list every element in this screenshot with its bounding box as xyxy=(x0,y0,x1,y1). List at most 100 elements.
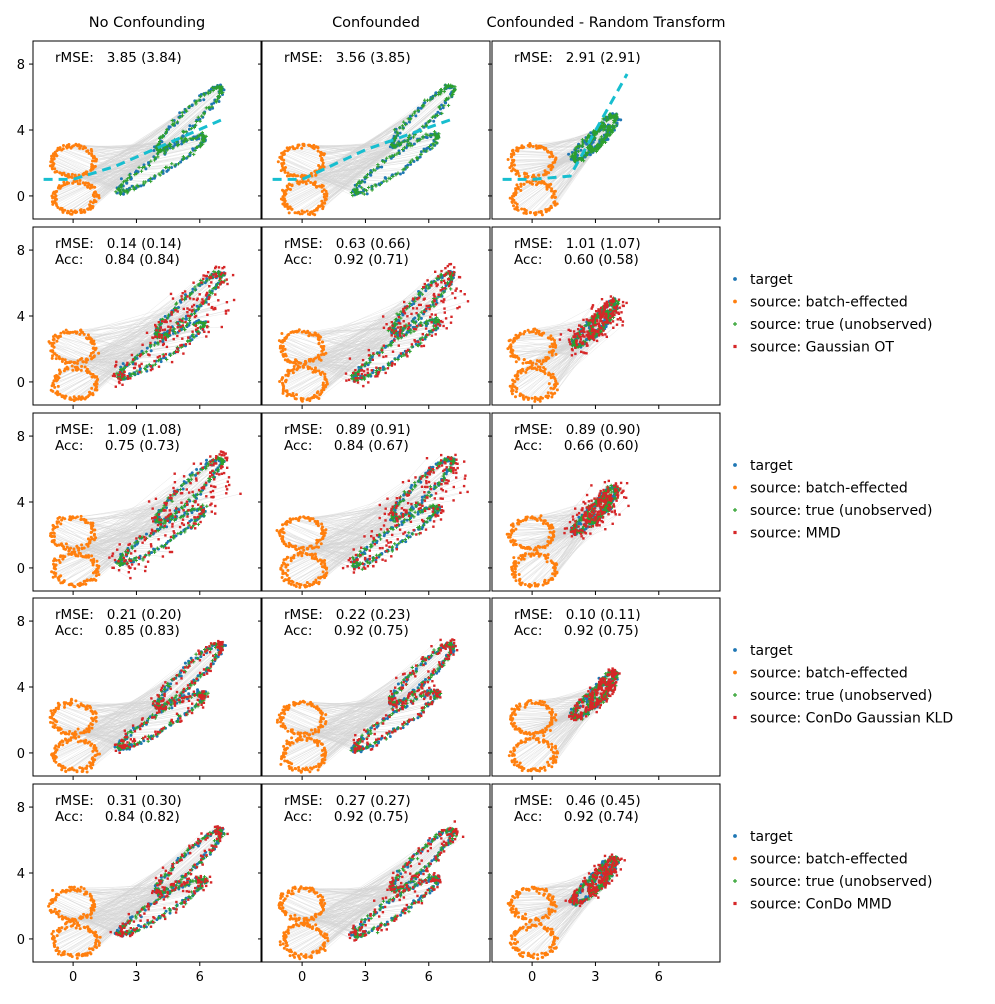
source-true-point xyxy=(193,288,197,292)
source-batch-effected-point xyxy=(551,165,555,169)
source-batch-effected-point xyxy=(66,330,70,334)
source-true-point xyxy=(194,119,199,124)
correspondence-line xyxy=(517,150,576,155)
source-batch-effected-point xyxy=(538,359,542,363)
source-batch-effected-point xyxy=(56,186,60,190)
source-true-point xyxy=(171,146,175,150)
source-corrected-point xyxy=(385,323,388,326)
source-true-point xyxy=(210,291,214,295)
source-true-point xyxy=(399,354,404,358)
source-corrected-point xyxy=(219,273,222,276)
source-batch-effected-point xyxy=(539,395,543,399)
source-true-point xyxy=(397,151,401,155)
source-corrected-point xyxy=(447,277,451,281)
source-batch-effected-point xyxy=(550,351,554,355)
source-batch-effected-point xyxy=(317,164,321,167)
source-batch-effected-point xyxy=(58,392,62,396)
source-batch-effected-point xyxy=(313,213,317,217)
source-batch-effected-point xyxy=(79,208,83,212)
source-true-point xyxy=(374,184,378,188)
source-batch-effected-point xyxy=(510,389,514,393)
correspondence-line xyxy=(282,323,387,378)
source-batch-effected-point xyxy=(308,397,312,401)
source-batch-effected-point xyxy=(547,356,551,360)
source-corrected-point xyxy=(207,330,210,334)
source-batch-effected-point xyxy=(84,358,88,362)
source-true-point xyxy=(408,349,412,354)
source-batch-effected-point xyxy=(292,394,296,398)
source-batch-effected-point xyxy=(530,367,534,370)
source-batch-effected-point xyxy=(316,145,320,149)
source-batch-effected-point xyxy=(526,328,530,332)
source-true-point xyxy=(123,365,128,369)
source-batch-effected-point xyxy=(283,193,287,197)
source-batch-effected-point xyxy=(550,342,554,346)
source-batch-effected-point xyxy=(521,361,525,365)
source-batch-effected-point xyxy=(296,181,300,185)
source-true-point xyxy=(415,139,419,143)
source-batch-effected-point xyxy=(306,330,310,334)
source-true-point xyxy=(181,155,186,159)
source-true-point xyxy=(359,364,363,369)
source-true-point xyxy=(608,115,612,119)
source-batch-effected-point xyxy=(308,143,312,147)
source-batch-effected-points xyxy=(506,142,559,217)
source-batch-effected-point xyxy=(510,149,514,153)
source-true-point xyxy=(607,117,611,121)
source-true-point xyxy=(416,108,420,113)
source-batch-effected-point xyxy=(90,386,94,390)
source-batch-effected-point xyxy=(283,170,287,174)
source-corrected-point xyxy=(424,327,428,330)
source-corrected-point xyxy=(117,373,120,377)
source-true-point xyxy=(205,279,209,283)
source-corrected-point xyxy=(357,377,360,380)
source-batch-effected-point xyxy=(52,379,56,383)
source-true-point xyxy=(165,145,169,149)
source-corrected-point xyxy=(176,310,179,313)
source-corrected-point xyxy=(117,380,121,383)
source-batch-effected-point xyxy=(85,369,88,373)
target-point xyxy=(212,101,216,105)
source-batch-effected-point xyxy=(79,328,82,332)
source-corrected-point xyxy=(367,354,371,357)
source-corrected-point xyxy=(217,286,220,289)
source-true-point xyxy=(435,276,439,280)
source-true-point xyxy=(416,317,421,321)
source-corrected-point xyxy=(156,356,159,359)
source-true-point xyxy=(156,155,160,159)
source-corrected-point xyxy=(202,277,205,281)
source-corrected-point xyxy=(225,278,228,281)
source-batch-effected-point xyxy=(323,377,327,381)
source-corrected-point xyxy=(366,368,369,371)
source-corrected-point xyxy=(170,360,174,364)
source-corrected-point xyxy=(433,295,436,298)
source-batch-effected-point xyxy=(551,372,555,376)
source-true-point xyxy=(167,166,172,170)
source-batch-effected-point xyxy=(55,154,59,158)
source-true-point xyxy=(603,123,608,128)
y-tick-label: 0 xyxy=(17,190,25,205)
source-batch-effected-point xyxy=(509,155,513,159)
source-batch-effected-point xyxy=(282,158,286,162)
source-corrected-point xyxy=(196,297,199,300)
source-batch-effected-point xyxy=(510,201,514,204)
target-point xyxy=(181,134,185,138)
target-point xyxy=(424,289,428,293)
source-true-point xyxy=(401,127,405,131)
source-batch-effected-point xyxy=(320,159,324,162)
source-batch-effected-point xyxy=(281,391,285,395)
source-batch-effected-point xyxy=(292,330,296,334)
y-tick-label: 4 xyxy=(17,310,25,325)
source-corrected-point xyxy=(188,297,192,300)
source-corrected-point xyxy=(148,354,151,357)
source-true-point xyxy=(400,124,405,128)
source-corrected-point xyxy=(382,344,385,347)
source-batch-effected-point xyxy=(309,357,313,361)
source-batch-effected-point xyxy=(540,213,544,217)
source-batch-effected-point xyxy=(92,346,96,350)
source-corrected-point xyxy=(444,282,447,285)
target-point xyxy=(178,111,182,115)
source-corrected-point xyxy=(191,330,194,333)
source-batch-effected-point xyxy=(536,181,540,185)
source-corrected-point xyxy=(345,379,348,382)
